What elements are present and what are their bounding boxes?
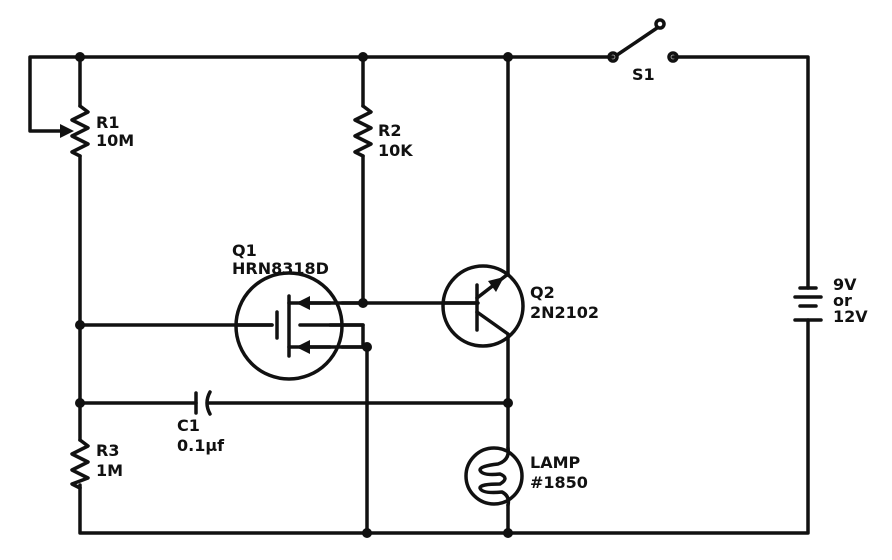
battery-voltage-2: 12V bbox=[833, 307, 868, 326]
lamp-ref: LAMP bbox=[530, 453, 581, 472]
q2-value: 2N2102 bbox=[530, 303, 599, 322]
r3-value: 1M bbox=[96, 461, 123, 480]
resistor-r1: R1 10M bbox=[60, 104, 134, 158]
transistor-q2: Q2 2N2102 bbox=[441, 264, 599, 348]
mosfet-q1: Q1 HRN8318D bbox=[232, 241, 369, 381]
q1-value: HRN8318D bbox=[232, 259, 329, 278]
q1-ref: Q1 bbox=[232, 241, 257, 260]
r1-value: 10M bbox=[96, 131, 134, 150]
switch-s1: S1 bbox=[607, 18, 679, 84]
c1-ref: C1 bbox=[177, 416, 200, 435]
wires bbox=[28, 55, 810, 535]
junctions bbox=[75, 52, 513, 538]
r2-ref: R2 bbox=[378, 121, 401, 140]
r3-ref: R3 bbox=[96, 441, 119, 460]
lamp-value: #1850 bbox=[530, 473, 588, 492]
capacitor-c1: C1 0.1µf bbox=[177, 390, 225, 455]
s1-ref: S1 bbox=[632, 65, 655, 84]
battery-voltage-1: 9V bbox=[833, 275, 857, 294]
battery-or: or bbox=[833, 291, 852, 310]
q2-ref: Q2 bbox=[530, 283, 555, 302]
r1-ref: R1 bbox=[96, 113, 119, 132]
resistor-r3: R3 1M bbox=[70, 438, 123, 490]
lamp: LAMP #1850 bbox=[464, 446, 588, 507]
r2-value: 10K bbox=[378, 141, 413, 160]
resistor-r2: R2 10K bbox=[353, 104, 413, 160]
battery: 9V or 12V bbox=[793, 275, 868, 326]
c1-value: 0.1µf bbox=[177, 436, 225, 455]
